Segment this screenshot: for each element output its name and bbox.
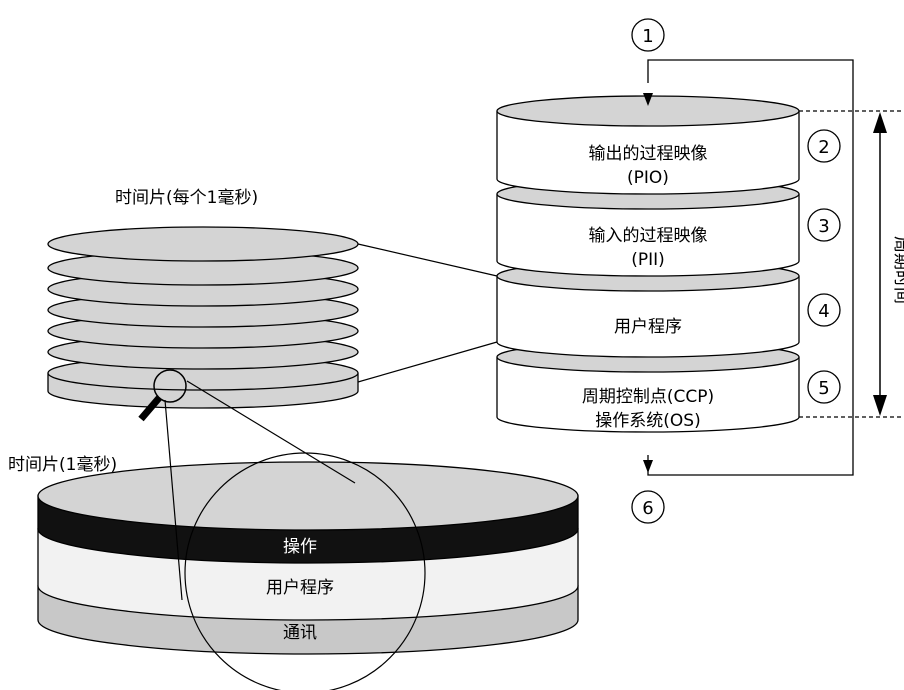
marker-6: 6 xyxy=(631,490,665,524)
block-pii-sub: (PII) xyxy=(631,250,665,270)
svg-text:3: 3 xyxy=(818,216,829,237)
zoom-circle xyxy=(184,452,426,690)
marker-4: 4 xyxy=(807,293,841,327)
magnifier-lens xyxy=(153,369,187,403)
magnifier-handle-icon xyxy=(138,395,162,422)
cycle-time-arrow-down xyxy=(873,395,887,416)
cycle-time-dimension xyxy=(799,110,904,418)
block-user-program-title: 用户程序 xyxy=(614,317,682,337)
zoom-lines xyxy=(164,380,356,601)
cycle-time-label: 周期时间 xyxy=(891,236,904,304)
marker-2: 2 xyxy=(807,129,841,163)
slice-stack-label: 时间片(每个1毫秒) xyxy=(115,188,258,208)
svg-text:4: 4 xyxy=(818,301,829,322)
single-slice xyxy=(37,461,579,655)
stack-to-cycle-connectors xyxy=(357,243,498,383)
cycle-end-arrow xyxy=(643,460,653,473)
marker-1: 1 xyxy=(631,18,665,52)
svg-text:2: 2 xyxy=(818,137,829,158)
block-os-title: 操作系统(OS) xyxy=(595,411,700,431)
block-pio-title: 输出的过程映像 xyxy=(589,144,708,164)
block-ccp-title: 周期控制点(CCP) xyxy=(582,387,714,407)
marker-5: 5 xyxy=(807,370,841,404)
svg-text:6: 6 xyxy=(642,498,653,519)
svg-text:1: 1 xyxy=(642,26,653,47)
cycle-time-arrow-up xyxy=(873,112,887,133)
slice-label: 时间片(1毫秒) xyxy=(8,455,117,475)
block-pii-title: 输入的过程映像 xyxy=(589,226,708,246)
band-communication-label: 通讯 xyxy=(283,623,317,643)
cycle-stack xyxy=(496,95,800,433)
band-operation-label: 操作 xyxy=(283,537,317,557)
band-user-program-label: 用户程序 xyxy=(266,578,334,598)
block-pio-sub: (PIO) xyxy=(627,168,669,188)
svg-text:5: 5 xyxy=(818,378,829,399)
cycle-start-arrow xyxy=(643,93,653,106)
slice-stack xyxy=(47,226,359,409)
marker-3: 3 xyxy=(807,208,841,242)
